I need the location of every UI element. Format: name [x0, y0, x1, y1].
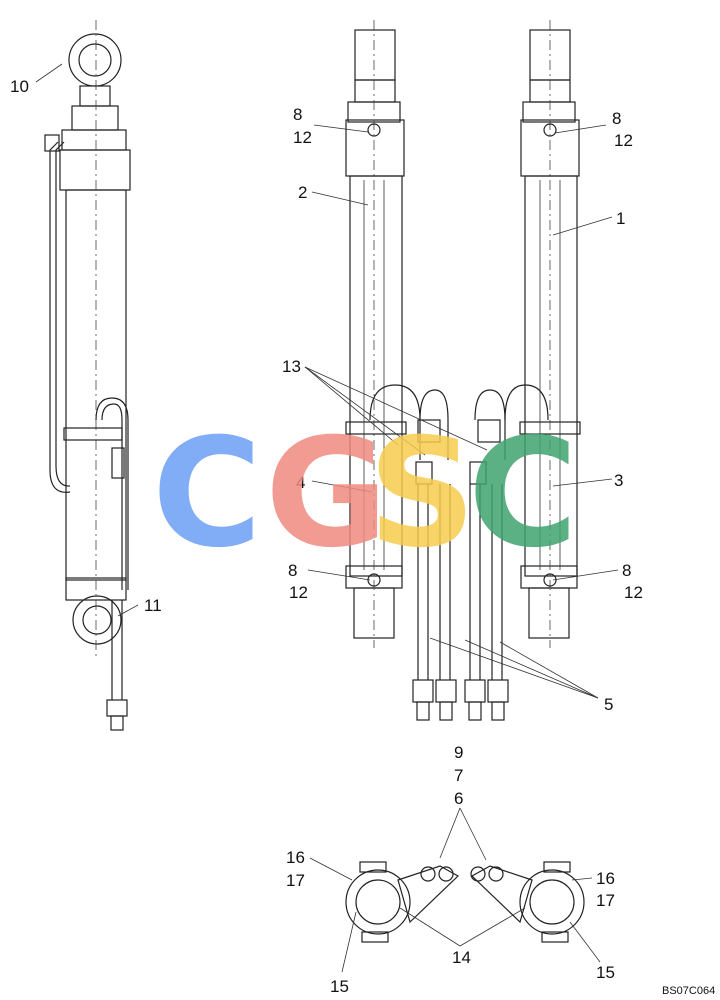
drawing-code: BS07C064: [662, 985, 715, 997]
watermark-letter-1: C: [152, 407, 262, 581]
bottom-right-detail-view: [470, 861, 585, 943]
callout-3: 3: [614, 471, 623, 490]
callout-7: 7: [454, 766, 463, 785]
callout-1: 1: [616, 209, 625, 228]
callout-15-left: 15: [330, 977, 349, 996]
central-hose-bundle: [369, 384, 549, 721]
callout-labels: 10 8 12 2 8 12 1 13 4 3 8 12 8 12 11 5 9…: [10, 77, 643, 996]
callout-17-left: 17: [286, 871, 305, 890]
middle-cylinder-front-view: [345, 20, 407, 648]
callout-16-left: 16: [286, 848, 305, 867]
watermark-letter-4: C: [468, 407, 578, 581]
leader-lines: [35, 63, 619, 973]
callout-12-top-right: 12: [614, 131, 633, 150]
callout-2: 2: [298, 183, 307, 202]
callout-9: 9: [454, 743, 463, 762]
callout-4: 4: [296, 473, 305, 492]
callout-5: 5: [604, 695, 613, 714]
callout-14: 14: [452, 948, 471, 967]
callout-10: 10: [10, 77, 29, 96]
callout-12-top-middle: 12: [293, 128, 312, 147]
callout-8-top-middle: 8: [293, 105, 302, 124]
bottom-left-detail-view: [345, 861, 460, 943]
callout-17-right: 17: [596, 891, 615, 910]
callout-15-right: 15: [596, 963, 615, 982]
callout-11: 11: [144, 596, 162, 615]
watermark-letter-2: G: [265, 407, 388, 581]
callout-16-right: 16: [596, 869, 615, 888]
callout-12-bottom-right: 12: [624, 583, 643, 602]
left-cylinder-side-view: [44, 20, 131, 731]
callout-6: 6: [454, 789, 463, 808]
callout-12-bottom-middle: 12: [289, 583, 308, 602]
watermark-letter-3: S: [368, 407, 476, 581]
callout-8-bottom-middle: 8: [288, 561, 297, 580]
callout-8-bottom-right: 8: [622, 561, 631, 580]
callout-13: 13: [282, 357, 301, 376]
callout-8-top-right: 8: [612, 109, 621, 128]
watermark-logo: C G S C: [152, 407, 578, 581]
right-cylinder-front-view: [519, 20, 581, 648]
